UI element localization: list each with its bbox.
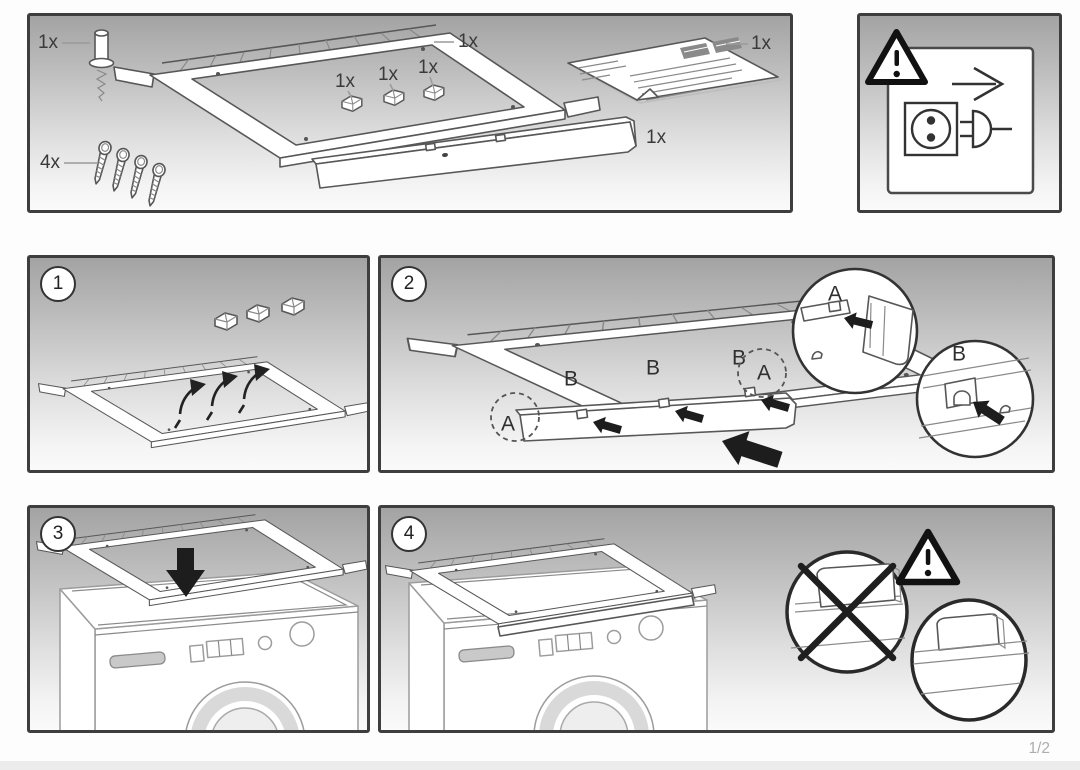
- step-number-badge: 2: [391, 266, 427, 302]
- step3-illustration: [35, 514, 367, 730]
- step-number-badge: 4: [391, 516, 427, 552]
- front-trim-part: [311, 116, 637, 189]
- corner-a2-label: A: [757, 362, 771, 385]
- step4-illustration: [384, 528, 1030, 730]
- trim-qty-label: 1x: [646, 127, 667, 148]
- clip-part: [281, 297, 305, 316]
- clip-part: [214, 312, 238, 331]
- insert-clip-arrows: [173, 364, 270, 429]
- correct-fit-callout: [910, 598, 1030, 722]
- clip-part: [383, 89, 405, 107]
- place-frame-down-arrow: [166, 548, 205, 597]
- clip-part: [246, 304, 270, 323]
- step-number-badge: 3: [40, 516, 76, 552]
- corner-a2-circle: [737, 348, 787, 398]
- parts-overview-illustration: 1x 4x 1x 1x 1x 1x 1x 1x: [38, 24, 784, 209]
- step1-panel: 1: [27, 255, 370, 473]
- step3-number: 3: [52, 523, 64, 544]
- screw-parts: [89, 139, 168, 209]
- step-number-badge: 1: [40, 266, 76, 302]
- front-trim-mounted: [497, 595, 695, 637]
- warning-triangle-icon: [865, 29, 928, 85]
- screws-qty-label: 4x: [40, 152, 61, 173]
- step2-illustration: B B B A A A B: [406, 267, 1035, 470]
- step3-panel: 3: [27, 505, 370, 733]
- stacking-frame-illustration: [37, 356, 367, 449]
- step4-number: 4: [403, 523, 415, 544]
- detail-b-callout: B: [915, 339, 1035, 459]
- page-indicator: 1/2: [1028, 740, 1050, 757]
- frame-qty-label: 1x: [458, 31, 479, 52]
- warning-panel: [857, 13, 1062, 213]
- crossed-out-x-icon: [797, 562, 897, 662]
- step4-panel: 4: [378, 505, 1055, 733]
- clip3-qty-label: 1x: [418, 57, 439, 78]
- detail-b-letter: B: [952, 343, 966, 366]
- bottom-strip: [0, 761, 1080, 770]
- front-trim-illustration: [515, 392, 797, 442]
- wrong-use-callout: [785, 550, 909, 674]
- pin-part: [88, 29, 115, 102]
- leaflet-part: [567, 37, 784, 104]
- tab-b2-label: B: [646, 357, 660, 380]
- leaflet-qty-label: 1x: [751, 33, 772, 54]
- parts-overview-panel: 1x 4x 1x 1x 1x 1x 1x 1x: [27, 13, 793, 213]
- clip1-qty-label: 1x: [335, 71, 356, 92]
- tab-b3-label: B: [732, 347, 746, 370]
- step1-illustration: [37, 297, 367, 449]
- clip2-qty-label: 1x: [378, 64, 399, 85]
- pin-qty-label: 1x: [38, 32, 59, 53]
- power-plug-icon: [960, 109, 1012, 149]
- step2-panel: 2 B B B A A A: [378, 255, 1055, 473]
- corner-a1-circle: [490, 392, 540, 442]
- detail-a-callout: A: [791, 267, 919, 395]
- step2-number: 2: [403, 273, 415, 294]
- power-socket-icon: [903, 101, 959, 157]
- tab-b1-label: B: [564, 368, 578, 391]
- corner-a1-label: A: [501, 413, 515, 436]
- step1-number: 1: [52, 273, 64, 294]
- clip-part: [423, 84, 445, 102]
- detail-a-letter: A: [828, 283, 842, 306]
- clip-part: [341, 95, 363, 113]
- warning-triangle-icon: [895, 528, 961, 586]
- arrow-right-icon: [952, 66, 1005, 102]
